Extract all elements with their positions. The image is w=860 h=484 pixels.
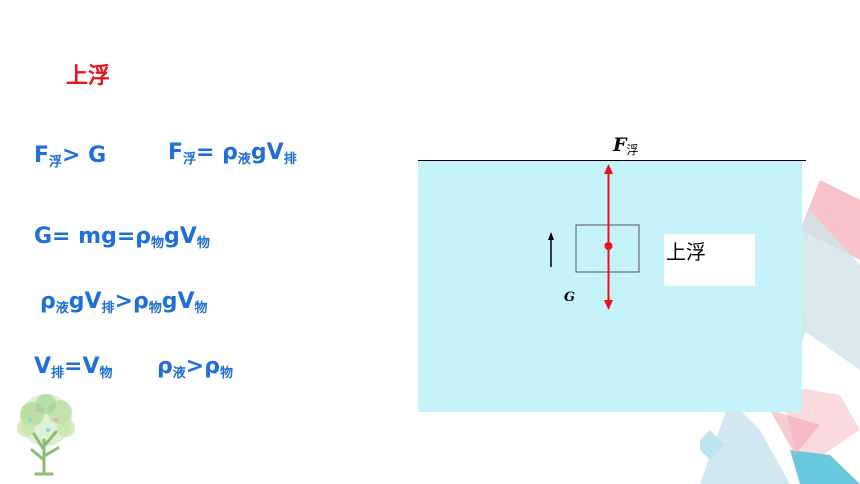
formula-text: gV bbox=[161, 289, 195, 314]
state-label-box bbox=[664, 234, 755, 286]
formula-subscript: 物 bbox=[151, 236, 165, 251]
formula-buoyancy-greater-than-gravity: F浮> G bbox=[34, 143, 106, 170]
formula-subscript: 排 bbox=[283, 152, 297, 167]
buoyant-arrowhead bbox=[604, 164, 613, 174]
formula-text: gV bbox=[68, 289, 102, 314]
formula-text: ρ bbox=[40, 289, 56, 314]
formula-subscript: 液 bbox=[172, 366, 186, 381]
formula-subscript: 浮 bbox=[49, 155, 63, 170]
formula-gravity: G= mg=ρ物gV物 bbox=[34, 224, 210, 251]
formula-subscript: 液 bbox=[237, 152, 251, 167]
buoyant-force-subscript: 浮 bbox=[626, 143, 639, 157]
formula-text: gV bbox=[250, 140, 284, 165]
water-tank bbox=[418, 161, 802, 412]
tree-icon bbox=[17, 394, 75, 476]
formula-text: > G bbox=[62, 143, 107, 168]
formula-text: >ρ bbox=[185, 354, 220, 379]
motion-arrowhead bbox=[548, 232, 554, 240]
state-label: 上浮 bbox=[666, 240, 706, 264]
formula-subscript: 排 bbox=[101, 301, 115, 316]
gravity-arrowhead bbox=[604, 300, 613, 310]
formula-density-compare: ρ液>ρ物 bbox=[157, 354, 233, 381]
formula-text: ρ bbox=[157, 354, 173, 379]
force-diagram bbox=[548, 164, 640, 310]
gravity-label: G bbox=[564, 290, 576, 305]
formula-text: F bbox=[34, 143, 50, 168]
formula-subscript: 浮 bbox=[183, 152, 197, 167]
formula-subscript: 物 bbox=[194, 301, 208, 316]
center-of-mass-dot bbox=[604, 242, 613, 250]
formula-subscript: 物 bbox=[148, 301, 162, 316]
formula-text: gV bbox=[164, 224, 197, 249]
formula-inequality: ρ液gV排>ρ物gV物 bbox=[40, 289, 208, 316]
formula-subscript: 液 bbox=[55, 301, 69, 316]
buoyant-force-symbol: F bbox=[613, 134, 627, 156]
formula-subscript: 物 bbox=[99, 366, 113, 381]
formula-text: F bbox=[168, 140, 184, 165]
page-title: 上浮 bbox=[66, 64, 111, 89]
formula-volume-equal: V排=V物 bbox=[34, 354, 113, 381]
formula-text: = ρ bbox=[196, 140, 238, 165]
buoyant-force-label: F浮 bbox=[613, 134, 639, 158]
formula-text: V bbox=[34, 354, 52, 379]
formula-text: G= mg=ρ bbox=[34, 224, 152, 249]
water-surface-line bbox=[418, 160, 806, 161]
formula-subscript: 排 bbox=[51, 366, 65, 381]
formula-archimedes: F浮= ρ液gV排 bbox=[168, 140, 297, 167]
formula-text: >ρ bbox=[114, 289, 149, 314]
formula-subscript: 物 bbox=[219, 366, 233, 381]
formula-text: =V bbox=[64, 354, 100, 379]
formula-subscript: 物 bbox=[196, 236, 210, 251]
